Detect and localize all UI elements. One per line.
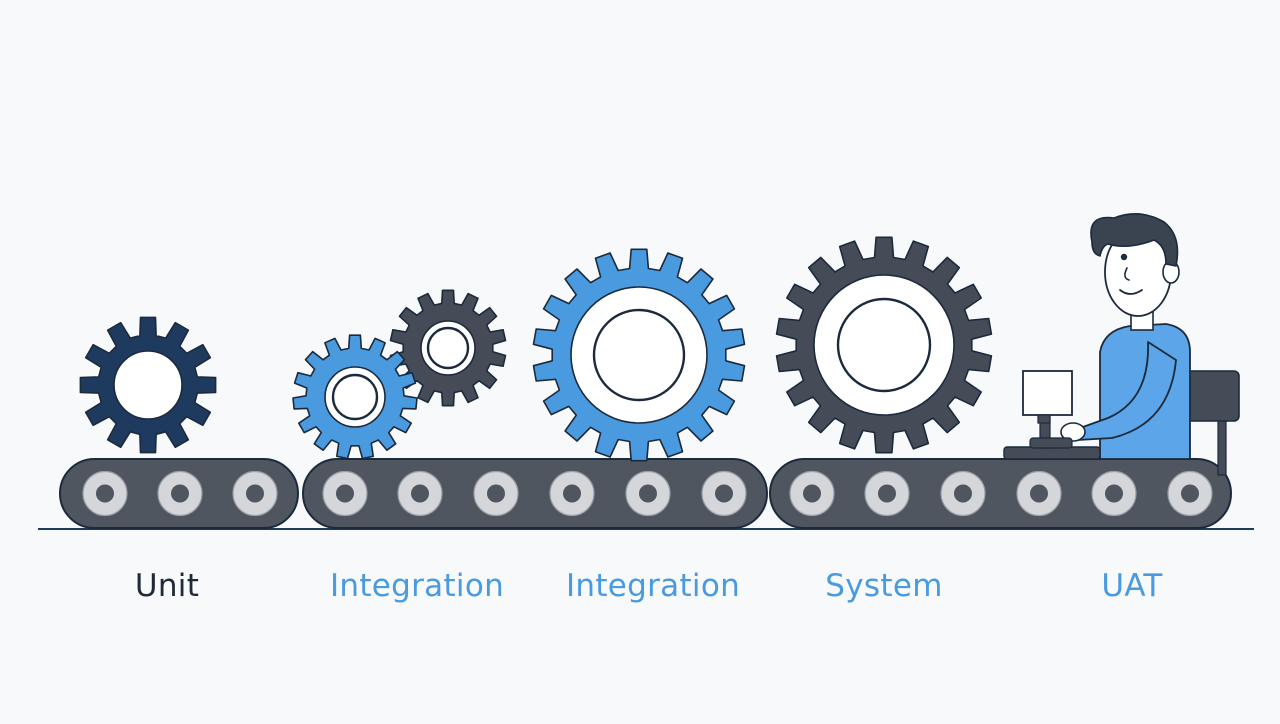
tester-person-icon [1060,213,1240,476]
conveyor-belt-2 [302,458,768,529]
gear-system [775,236,993,454]
stage-label-integration-b: Integration [565,568,741,604]
conveyor-belt-3-roller-hub-1 [803,484,821,503]
conveyor-belt-2-roller-hub-2 [411,484,429,503]
tester-eye [1120,253,1128,261]
tester-nose [1124,267,1130,281]
tester-smile [1119,289,1143,295]
tester-hair [1090,213,1179,267]
conveyor-belt-2-roller-hub-6 [715,484,733,503]
conveyor-belt-1-roller-hub-2 [171,484,189,503]
stage-label-unit: Unit [134,568,200,604]
conveyor-belt-3-roller-hub-6 [1181,484,1199,503]
conveyor-belt-1-roller-hub-1 [96,484,114,503]
conveyor-belt-2-roller-hub-1 [336,484,354,503]
joystick-base [1029,437,1073,449]
tester-hand [1060,422,1086,442]
conveyor-belt-2-roller-hub-4 [563,484,581,503]
conveyor-belt-3-body [769,458,1232,529]
tester-arm [1077,341,1177,441]
conveyor-belt-2-body [302,458,768,529]
monitor-screen [1022,370,1073,416]
gear-integration-small-dark [389,289,507,407]
gear-integration-large-hub-ring [592,308,686,402]
chair-leg [1217,414,1227,476]
monitor-stand [1037,414,1051,424]
gear-integration-large-hole [570,286,708,424]
gear-system-hub-ring [836,297,932,393]
gear-integration-small-dark-hub-ring [426,326,470,370]
gear-system-hole [813,274,955,416]
stage-label-integration-a: Integration [329,568,505,604]
chair-icon [1185,370,1240,422]
control-desk [1003,446,1101,460]
conveyor-belt-3-roller-hub-5 [1105,484,1123,503]
gear-integration-large [532,248,746,462]
gear-unit-hole [113,350,183,420]
gear-unit [79,316,217,454]
stage-label-uat: UAT [1101,568,1163,604]
conveyor-belt-1-roller-hub-3 [246,484,264,503]
joystick-icon [1029,415,1073,449]
conveyor-belt-1 [59,458,299,529]
stage-label-system: System [825,568,943,604]
gear-integration-small-blue-hub-ring [331,373,379,421]
conveyor-belt-3-roller-hub-4 [1030,484,1048,503]
computer-monitor-icon [1022,370,1073,424]
gear-integration-small-blue [292,334,418,460]
conveyor-belt-3-roller-hub-2 [878,484,896,503]
conveyor-belt-3-roller-hub-3 [954,484,972,503]
conveyor-belt-2-roller-hub-5 [639,484,657,503]
conveyor-belt-3 [769,458,1232,529]
conveyor-belt-2-roller-hub-3 [487,484,505,503]
